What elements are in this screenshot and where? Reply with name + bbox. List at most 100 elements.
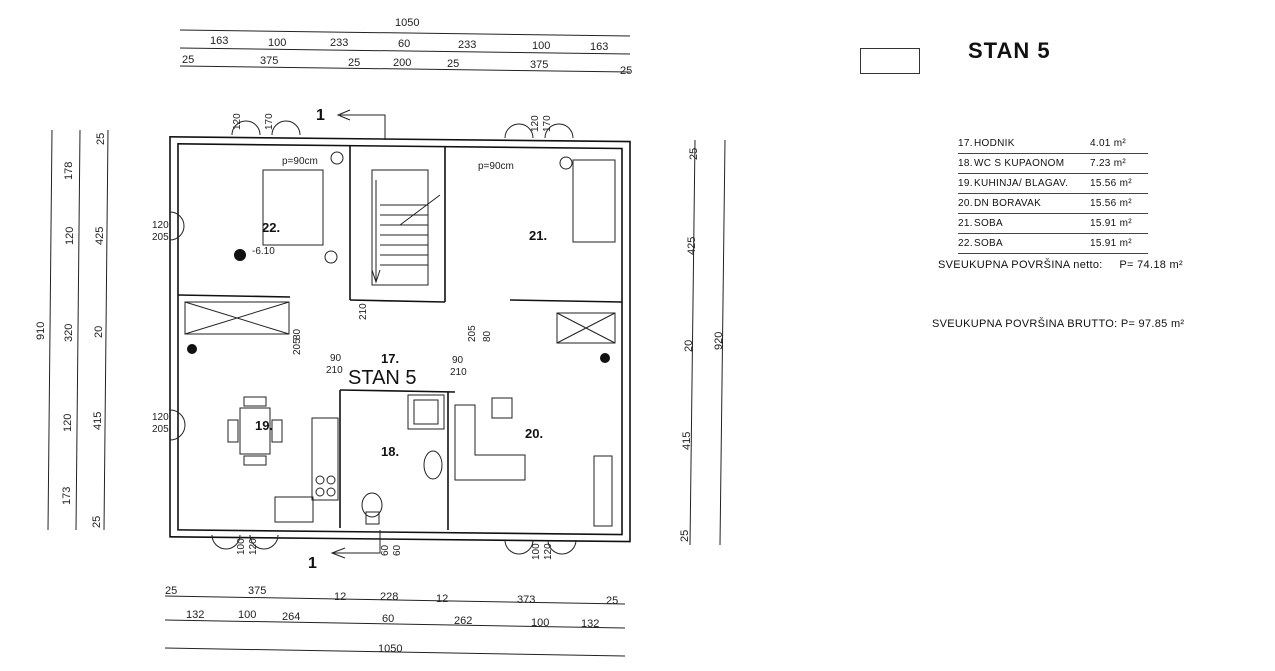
total-netto-value: P= 74.18 m² [1119, 259, 1183, 271]
room-number: 21. [958, 218, 973, 229]
symbols [187, 151, 610, 363]
total-netto: SVEUKUPNA POVRŠINA netto: P= 74.18 m² [938, 259, 1183, 271]
section-label: 1 [308, 555, 317, 572]
dim-text: 120 [62, 414, 74, 432]
dim-text: 373 [517, 594, 535, 606]
dim-text: 25 [688, 148, 700, 160]
radiator-icon [600, 353, 610, 363]
room-area: 15.56 m² [1090, 198, 1132, 209]
dim-text: 205 [152, 424, 169, 435]
dim-text: 1050 [395, 17, 419, 29]
dim-text: 200 [393, 57, 411, 69]
dim-text: 163 [210, 35, 228, 47]
dim-text: 25 [447, 58, 459, 70]
top-dimensions: 1050 163 100 233 60 233 100 163 25 375 2… [179, 17, 632, 77]
room-number: 17. [958, 138, 973, 149]
dim-text: 90 [330, 353, 342, 364]
dim-text: 25 [606, 595, 618, 607]
total-brutto: SVEUKUPNA POVRŠINA BRUTTO: P= 97.85 m² [932, 318, 1184, 330]
total-brutto-value: P= 97.85 m² [1120, 318, 1185, 330]
room-labels: 17. 18. 19. 20. 21. 22. STAN 5 p=90cm p=… [252, 156, 547, 459]
dim-text: 210 [326, 365, 343, 376]
dim-text: 205 [152, 232, 169, 243]
dim-text: 375 [530, 59, 548, 71]
dim-text: 20 [683, 340, 695, 352]
level-marker-icon [234, 249, 246, 261]
dim-text: 1050 [378, 643, 402, 655]
dim-text: 100 [531, 617, 549, 629]
room-area-table: 17. HODNIK 4.01 m² 18. WC S KUPAONOM 7.2… [958, 134, 1148, 254]
dim-text: 132 [581, 618, 599, 630]
radiator-icon [187, 344, 197, 354]
dim-text: 320 [63, 324, 75, 342]
table-row: 17. HODNIK 4.01 m² [958, 134, 1148, 154]
dim-text: 100 [531, 543, 542, 560]
room-area: 15.56 m² [1090, 178, 1132, 189]
dim-text: 60 [398, 38, 410, 50]
level-mark: -6.10 [252, 246, 275, 257]
heater-icon [330, 151, 344, 165]
interior-walls [177, 145, 623, 530]
dim-text: 60 [382, 613, 394, 625]
bottom-dimensions: 25 375 12 228 12 373 25 132 100 264 60 2… [164, 585, 626, 657]
dim-text: 210 [450, 367, 467, 378]
dim-text: 262 [454, 615, 472, 627]
dim-text: 25 [95, 133, 107, 145]
dim-text: 120 [64, 227, 76, 245]
dim-text: 415 [681, 432, 693, 450]
dim-text: 425 [686, 237, 698, 255]
room-name: SOBA [974, 238, 1003, 249]
dim-text: 100 [238, 609, 256, 621]
dim-text: 178 [63, 162, 75, 180]
room-tag-18: 18. [381, 444, 399, 459]
dim-text: 210 [358, 303, 369, 320]
dim-text: 233 [458, 39, 476, 51]
room-area: 4.01 m² [1090, 138, 1127, 149]
dim-text: 120 [232, 113, 243, 130]
room-number: 22. [958, 238, 973, 249]
room-number: 19. [958, 178, 973, 189]
room-area: 7.23 m² [1090, 158, 1127, 169]
room-tag-20: 20. [525, 426, 543, 441]
dim-text: 100 [236, 538, 247, 555]
section-label: 1 [316, 107, 325, 124]
dim-text: 375 [260, 55, 278, 67]
dim-text: 100 [268, 37, 286, 49]
left-dimensions: 910 178 120 320 120 173 25 425 20 415 25 [35, 129, 109, 531]
room-name: HODNIK [974, 138, 1015, 149]
room-name: KUHINJA/ BLAGAV. [974, 178, 1069, 189]
heater-icon [324, 250, 338, 264]
dim-text: 173 [61, 487, 73, 505]
dim-text: 25 [182, 54, 194, 66]
right-dimensions: 25 425 20 415 25 920 [679, 139, 726, 546]
dim-text: 120 [248, 538, 259, 555]
dim-text: 132 [186, 609, 204, 621]
dim-text: 20 [93, 326, 105, 338]
room-area: 15.91 m² [1090, 218, 1132, 229]
plan-apartment-label: STAN 5 [348, 367, 417, 389]
room-name: WC S KUPAONOM [974, 158, 1065, 169]
dim-text: 12 [436, 593, 448, 605]
room-tag-19: 19. [255, 418, 273, 433]
dim-text: 12 [334, 591, 346, 603]
legend-swatch [860, 48, 920, 74]
room-number: 18. [958, 158, 973, 169]
dim-text: 60 [392, 544, 403, 556]
page-title: STAN 5 [968, 38, 1051, 63]
dim-text: 425 [94, 227, 106, 245]
table-row: 19. KUHINJA/ BLAGAV. 15.56 m² [958, 174, 1148, 194]
dim-text: 228 [380, 591, 398, 603]
dim-text: 90 [452, 355, 464, 366]
dim-text: 120 [543, 543, 554, 560]
room-area: 15.91 m² [1090, 238, 1132, 249]
room-name: SOBA [974, 218, 1003, 229]
dim-text: 910 [35, 322, 47, 340]
furniture [184, 159, 616, 527]
dim-text: 233 [330, 37, 348, 49]
dim-text: 920 [713, 332, 725, 350]
dim-text: 205 [292, 338, 303, 355]
openings: 120 170 120 170 120 205 120 205 100 120 … [152, 113, 577, 560]
staircase [371, 169, 441, 286]
table-row: 21. SOBA 15.91 m² [958, 214, 1148, 234]
dim-text: 163 [590, 41, 608, 53]
